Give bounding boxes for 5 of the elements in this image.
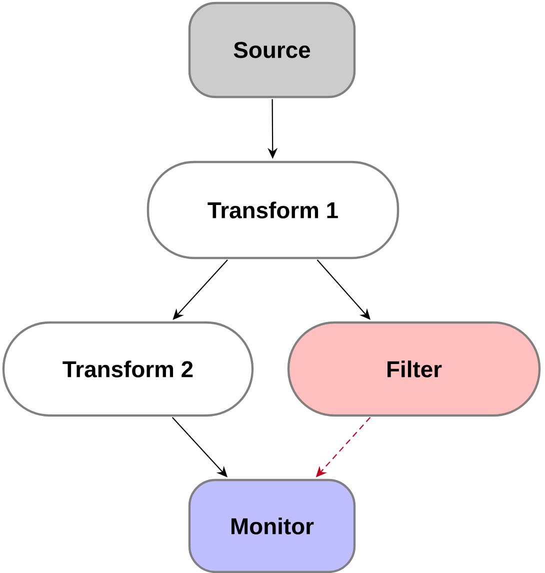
process-box: Monitor: [188, 478, 356, 573]
process-box: Transform 1: [146, 160, 400, 260]
process-box: Source: [188, 2, 356, 98]
process-box: Filter: [287, 321, 541, 417]
process-box: Transform 2: [2, 321, 254, 417]
